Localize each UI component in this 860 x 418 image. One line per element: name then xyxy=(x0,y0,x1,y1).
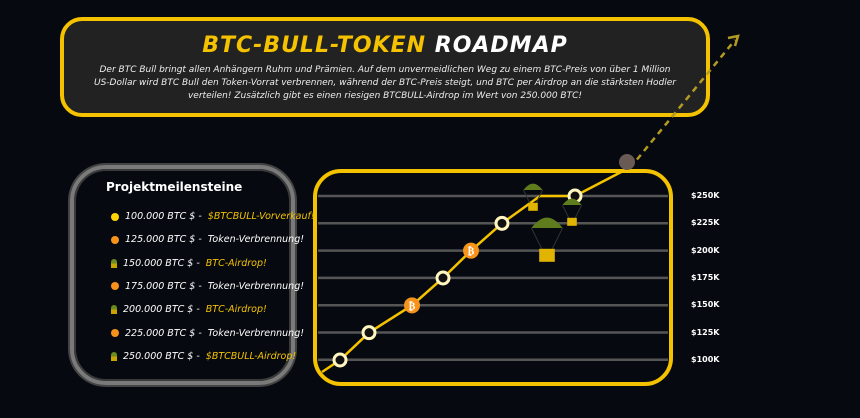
milestone-price: 100.000 BTC $ - xyxy=(125,211,202,222)
bitcoin-symbol: ₿ xyxy=(468,246,475,258)
parachute-icon xyxy=(562,198,582,205)
bitcoin-symbol: ₿ xyxy=(409,300,416,312)
milestone-price: 125.000 BTC $ - xyxy=(125,234,202,246)
milestone-label: Token-Verbrennung! xyxy=(207,327,305,339)
parachute-icon xyxy=(111,351,117,361)
milestone-price: 200.000 BTC $ - xyxy=(123,304,200,316)
bitcoin-icon xyxy=(404,297,420,314)
parachute-lines xyxy=(530,227,564,250)
dot-icon xyxy=(111,329,119,337)
crate-icon xyxy=(567,217,577,226)
milestone-item: 150.000 BTC $ - BTC-Airdrop! xyxy=(111,258,267,269)
milestone-price: 225.000 BTC $ - xyxy=(125,327,202,339)
crate-icon xyxy=(528,202,538,211)
milestone-item: 175.000 BTC $ - Token-Verbrennung! xyxy=(111,281,304,292)
y-tick-label: $225K xyxy=(691,218,720,228)
milestone-node xyxy=(361,325,377,341)
milestone-item: 125.000 BTC $ - Token-Verbrennung! xyxy=(111,234,304,245)
dot-icon xyxy=(111,235,119,244)
dot-icon xyxy=(111,212,119,221)
milestone-label: Token-Verbrennung! xyxy=(207,234,305,246)
title-yellow: BTC-BULL-TOKEN xyxy=(202,33,427,58)
dot-icon xyxy=(111,282,119,291)
milestone-price: 250.000 BTC $ - xyxy=(123,350,200,362)
dashed-trend-line xyxy=(629,39,736,169)
title-white: ROADMAP xyxy=(434,33,568,58)
milestone-item: 100.000 BTC $ - $BTCBULL-Vorverkauf! xyxy=(111,211,315,222)
milestone-price: 175.000 BTC $ - xyxy=(125,280,202,292)
milestones-title: Projektmeilensteine xyxy=(106,180,243,194)
parachute-icon xyxy=(523,183,543,190)
milestone-item: 200.000 BTC $ - BTC-Airdrop! xyxy=(111,304,267,315)
roadmap-header: BTC-BULL-TOKEN ROADMAP Der BTC Bull brin… xyxy=(60,17,710,117)
page-title: BTC-BULL-TOKEN ROADMAP xyxy=(64,33,706,58)
roadmap-description: Der BTC Bull bringt allen Anhängern Ruhm… xyxy=(93,65,676,101)
milestone-label: BTC-Airdrop! xyxy=(205,257,267,269)
milestone-item: 225.000 BTC $ - Token-Verbrennung! xyxy=(111,328,304,339)
bitcoin-icon xyxy=(463,242,479,259)
y-tick-label: $175K xyxy=(691,272,720,282)
milestone-label: $BTCBULL-Airdrop! xyxy=(205,350,297,362)
milestone-node xyxy=(435,270,451,286)
arrow-head-icon xyxy=(727,34,740,47)
bull-icon xyxy=(619,154,635,170)
barbed-wire-frame xyxy=(70,165,295,385)
milestone-node xyxy=(332,352,348,368)
parachute-lines xyxy=(522,189,544,204)
milestone-price: 150.000 BTC $ - xyxy=(123,257,200,269)
milestone-label: Token-Verbrennung! xyxy=(207,280,305,292)
y-tick-label: $200K xyxy=(691,245,720,255)
y-tick-label: $150K xyxy=(691,300,720,310)
crate-icon xyxy=(539,248,555,262)
parachute-icon xyxy=(111,305,117,315)
milestone-label: $BTCBULL-Vorverkauf! xyxy=(207,211,315,222)
parachute-lines xyxy=(561,204,583,219)
parachute-icon xyxy=(111,258,117,268)
price-line xyxy=(321,168,626,374)
y-tick-label: $250K xyxy=(691,191,720,200)
milestone-label: BTC-Airdrop! xyxy=(205,304,267,316)
y-tick-label: $125K xyxy=(691,327,720,337)
milestone-node xyxy=(494,215,510,231)
parachute-icon xyxy=(531,217,563,228)
milestone-item: 250.000 BTC $ - $BTCBULL-Airdrop! xyxy=(111,351,296,362)
y-tick-label: $100K xyxy=(691,354,720,364)
